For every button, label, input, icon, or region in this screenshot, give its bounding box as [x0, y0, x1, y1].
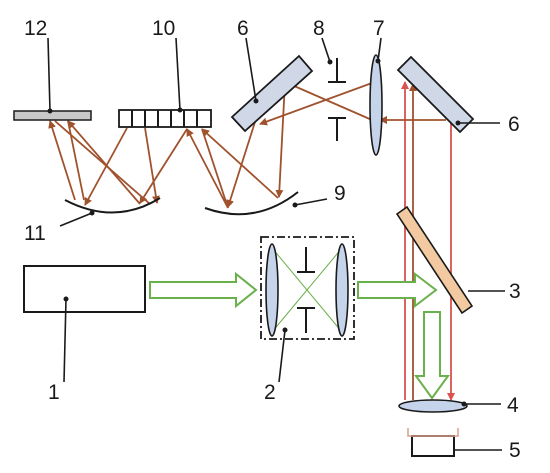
label-10: 10 [152, 17, 175, 40]
leader-lines [47, 37, 505, 451]
laser-source-box [23, 265, 146, 313]
green-arrow-splitter-to-objective [414, 311, 450, 400]
label-11: 11 [24, 222, 46, 245]
green-arrow-filter-to-splitter [357, 271, 438, 309]
label-1: 1 [48, 381, 60, 404]
label-6-right: 6 [508, 113, 520, 136]
mirror-6-left-dot [253, 98, 259, 104]
sample-5 [411, 435, 455, 457]
grating-10 [118, 109, 212, 128]
spatial-filter-lens-left [265, 243, 279, 337]
slit-8 [328, 58, 346, 141]
label-9: 9 [334, 182, 346, 205]
red-beam-path [401, 81, 455, 401]
label-3: 3 [509, 280, 521, 303]
mirror-6-left [230, 54, 314, 133]
label-8: 8 [313, 17, 325, 40]
concave-mirror-9 [204, 191, 299, 216]
label-4: 4 [507, 394, 519, 417]
label-2: 2 [264, 381, 276, 404]
brown-beam-path [48, 81, 446, 400]
objective-lens-4 [398, 399, 468, 413]
mirror-6-right [396, 55, 475, 134]
label-7: 7 [373, 17, 385, 40]
green-beam-path [149, 247, 450, 400]
label-12: 12 [24, 17, 47, 40]
green-arrow-laser-to-filter [149, 271, 258, 309]
sample-holder [407, 428, 459, 437]
beamsplitter-3 [395, 205, 474, 315]
lens-7 [369, 54, 383, 156]
detector-12 [13, 110, 92, 121]
label-5: 5 [509, 439, 521, 462]
label-6-left: 6 [237, 17, 249, 40]
spatial-filter-box [260, 236, 355, 340]
spatial-filter-lens-right [335, 243, 349, 337]
concave-mirror-11 [64, 197, 161, 214]
spatial-filter-pinhole [297, 247, 315, 333]
